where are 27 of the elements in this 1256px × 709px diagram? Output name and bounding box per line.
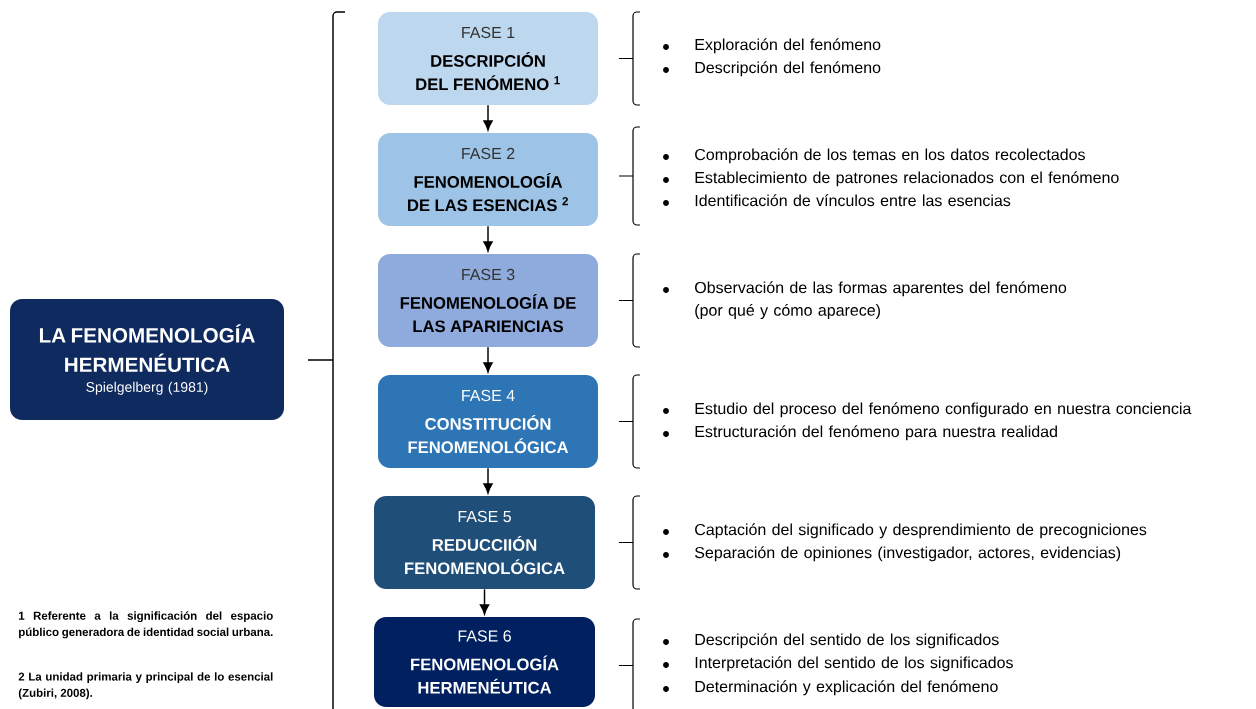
- list-item: Comprobación de los temas en los datos recolectados: [695, 148, 1085, 164]
- list-item: Estudio del proceso del fenómeno configurado en nuestra conciencia: [695, 402, 1192, 418]
- list-item: Exploración del fenómeno: [695, 38, 881, 54]
- phase-box: FASE 1 DESCRIPCIÓN DEL FENÓMENO $^{1}$: [378, 12, 598, 105]
- arrow: [479, 588, 490, 615]
- footnote: 2 La unidad primaria y principal de lo esencial (Zubiri, 2008).: [18, 672, 273, 700]
- phase-box: FASE 3 FENOMENOLOGÍA DE LAS APARIENCIAS: [378, 254, 598, 347]
- list-item: Captación del significado y desprendimiento de precogniciones: [695, 523, 1147, 539]
- phase-box: FASE 5 REDUCCIIÓN FENOMENOLÓGICA: [374, 496, 595, 589]
- arrow: [483, 467, 493, 494]
- list-item: Interpretación del sentido de los significados: [695, 656, 1013, 672]
- footnote: 1 Referente a la significación del espacio público generadora de identidad social urbana.: [19, 611, 273, 639]
- title-box: LA FENOMENOLOGÍA HERMENÉUTICA Spielgelberg (1981): [10, 299, 284, 420]
- list-item: Descripción del fenómeno: [695, 61, 881, 77]
- list-item: Descripción del sentido de los significados: [695, 633, 999, 649]
- list-item: Observación de las formas aparentes del fenómeno (por qué y cómo aparece): [695, 281, 1067, 320]
- list-item: Establecimiento de patrones relacionados con el fenómeno: [695, 171, 1119, 187]
- list-item: Estructuración del fenómeno para nuestra realidad: [695, 425, 1057, 441]
- arrow: [483, 104, 493, 131]
- list-item: Identificación de vínculos entre las esencias: [695, 194, 1011, 207]
- list-item: Determinación y explicación del fenómeno: [695, 680, 998, 696]
- phase-box: FASE 4 CONSTITUCIÓN FENOMENOLÓGICA: [378, 375, 598, 468]
- phase-box: FASE 2 FENOMENOLOGÍA DE LAS ESENCIAS $^{2}$: [378, 133, 598, 226]
- arrow: [483, 225, 493, 252]
- phase-box: FASE 6 FENOMENOLOGÍA HERMENÉUTICA: [374, 617, 595, 707]
- list-item: Separación de opiniones (investigador, actores, evidencias): [695, 546, 1121, 562]
- arrow: [483, 346, 493, 373]
